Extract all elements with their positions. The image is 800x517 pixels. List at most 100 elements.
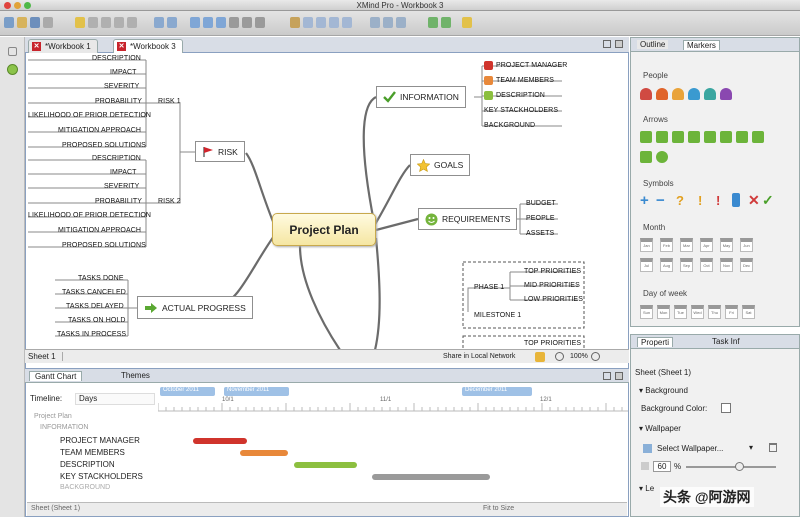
risk2-description[interactable]: DESCRIPTION	[92, 155, 141, 162]
pen-icon[interactable]	[290, 17, 300, 28]
arrow-down-left-icon[interactable]	[720, 131, 732, 143]
info-team-members[interactable]: TEAM MEMBERS	[496, 77, 554, 84]
month-jul-icon[interactable]: Jul	[640, 258, 653, 272]
progress-tasks-in-process[interactable]: TASKS IN PROCESS	[57, 331, 127, 338]
wallpaper-dropdown-icon[interactable]: ▾	[749, 443, 754, 452]
month-jan-icon[interactable]: Jan	[640, 238, 653, 252]
person-blue-icon[interactable]	[688, 88, 700, 100]
month-mar-icon[interactable]: Mar	[680, 238, 693, 252]
info-icon[interactable]	[732, 193, 740, 207]
risk1-label[interactable]: RISK 1	[158, 98, 181, 105]
arrow-up-icon[interactable]	[640, 131, 652, 143]
maximize-view-icon[interactable]	[615, 40, 623, 48]
phase-1[interactable]: PHASE 1	[474, 284, 505, 291]
home-icon[interactable]	[462, 17, 472, 28]
image-icon[interactable]	[342, 17, 352, 28]
risk2-probability[interactable]: PROBABILITY	[95, 198, 143, 205]
risk1-proposed[interactable]: PROPOSED SOLUTIONS	[62, 142, 146, 149]
section-people[interactable]: People	[643, 71, 668, 80]
month-dec-icon[interactable]: Dec	[740, 258, 753, 272]
risk1-probability[interactable]: PROBABILITY	[95, 98, 143, 105]
zoom-in-icon[interactable]	[591, 352, 600, 361]
relationship-icon[interactable]	[229, 17, 239, 28]
sheet-tab[interactable]: Sheet 1	[28, 352, 63, 361]
person-yellow-icon[interactable]	[672, 88, 684, 100]
arrow-cycle-icon[interactable]	[656, 151, 668, 163]
month-jun-icon[interactable]: Jun	[740, 238, 753, 252]
share-local-network[interactable]: Share in Local Network	[443, 353, 516, 360]
day-fri-icon[interactable]: Fri	[725, 305, 738, 319]
month-aug-icon[interactable]: Aug	[660, 258, 673, 272]
phase-low-priorities[interactable]: LOW PRIORITIES	[524, 296, 583, 303]
minimize-window-button[interactable]	[14, 2, 21, 9]
risk2-mitigation[interactable]: MITIGATION APPROACH	[58, 227, 142, 234]
topic-actual-progress[interactable]: ACTUAL PROGRESS	[137, 296, 253, 319]
arrow-down-icon[interactable]	[704, 131, 716, 143]
tab-themes[interactable]: Themes	[121, 371, 150, 380]
question-icon[interactable]: ?	[676, 193, 684, 208]
gantt-row-project-plan[interactable]: Project Plan	[34, 413, 72, 420]
central-topic[interactable]: Project Plan	[272, 213, 376, 246]
gantt-row-project-manager[interactable]: PROJECT MANAGER	[60, 436, 140, 445]
floating-topic-icon[interactable]	[216, 17, 226, 28]
gantt-bar-project-manager[interactable]	[193, 438, 247, 444]
opacity-slider-track[interactable]	[686, 466, 776, 468]
req-budget[interactable]: BUDGET	[526, 200, 556, 207]
phase-top-priorities[interactable]: TOP PRIORITIES	[524, 268, 582, 275]
arrow-up-left-icon[interactable]	[752, 131, 764, 143]
new-icon[interactable]	[4, 17, 14, 28]
info-background[interactable]: BACKGROUND	[484, 122, 536, 129]
link-icon[interactable]	[316, 17, 326, 28]
share-icon[interactable]	[396, 17, 406, 28]
day-thu-icon[interactable]: Thu	[708, 305, 721, 319]
section-background[interactable]: ▾ Background	[639, 386, 688, 395]
milestone-1[interactable]: MILESTONE 1	[474, 312, 522, 319]
idea-icon[interactable]	[75, 17, 85, 28]
topic-information[interactable]: INFORMATION	[376, 86, 466, 108]
open-icon[interactable]	[17, 17, 27, 28]
risk1-severity[interactable]: SEVERITY	[104, 83, 140, 90]
boundary-icon[interactable]	[242, 17, 252, 28]
month-may-icon[interactable]: May	[720, 238, 733, 252]
summary-icon[interactable]	[255, 17, 265, 28]
req-people[interactable]: PEOPLE	[526, 215, 555, 222]
day-wed-icon[interactable]: Wed	[691, 305, 704, 319]
day-mon-icon[interactable]: Mon	[657, 305, 670, 319]
risk2-impact[interactable]: IMPACT	[110, 169, 137, 176]
gantt-bar-description[interactable]	[294, 462, 357, 468]
gantt-bar-team-members[interactable]	[240, 450, 288, 456]
gantt-bar-key-stackholders[interactable]	[372, 474, 490, 480]
month-sep-icon[interactable]: Sep	[680, 258, 693, 272]
section-day-of-week[interactable]: Day of week	[643, 289, 688, 298]
phase-mid-priorities[interactable]: MID PRIORITIES	[524, 282, 580, 289]
gantt-maximize-icon[interactable]	[615, 372, 623, 380]
plus-icon[interactable]: +	[640, 192, 649, 209]
topic-icon[interactable]	[190, 17, 200, 28]
trash-icon[interactable]	[769, 443, 777, 452]
person-red-icon[interactable]	[640, 88, 652, 100]
minimize-view-icon[interactable]	[603, 40, 611, 48]
progress-tasks-on-hold[interactable]: TASKS ON HOLD	[68, 317, 126, 324]
progress-tasks-canceled[interactable]: TASKS CANCELED	[62, 289, 126, 296]
tab-outline[interactable]: Outline	[637, 40, 669, 49]
undo-icon[interactable]	[154, 17, 164, 28]
save-icon[interactable]	[30, 17, 40, 28]
info-description[interactable]: DESCRIPTION	[496, 92, 545, 99]
section-layout[interactable]: ▾ Le	[639, 484, 655, 493]
zoom-window-button[interactable]	[24, 2, 31, 9]
month-nov-icon[interactable]: Nov	[720, 258, 733, 272]
attachment-icon[interactable]	[329, 17, 339, 28]
back-icon[interactable]	[428, 17, 438, 28]
pin-icon[interactable]	[8, 47, 17, 56]
filter-icon[interactable]	[535, 352, 545, 362]
select-wallpaper-button[interactable]: Select Wallpaper...	[657, 444, 724, 453]
topic-requirements[interactable]: REQUIREMENTS	[418, 208, 518, 230]
forward-icon[interactable]	[441, 17, 451, 28]
timeline-select[interactable]: Days	[75, 393, 155, 405]
tab-gantt-chart[interactable]: Gantt Chart	[29, 371, 83, 381]
progress-tasks-done[interactable]: TASKS DONE	[78, 275, 124, 282]
day-sat-icon[interactable]: Sat	[742, 305, 755, 319]
copy-icon[interactable]	[101, 17, 111, 28]
arrow-right-icon[interactable]	[672, 131, 684, 143]
exclamation-yellow-icon[interactable]: !	[698, 193, 703, 208]
